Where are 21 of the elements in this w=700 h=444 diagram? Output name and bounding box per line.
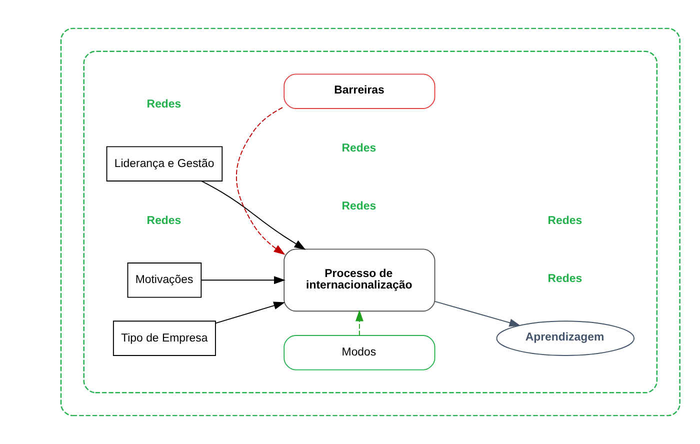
node-box: Liderança e Gestão bbox=[106, 146, 223, 182]
label: Redes bbox=[146, 215, 182, 227]
cluster bbox=[60, 28, 680, 416]
arrow bbox=[355, 310, 364, 336]
node-box: Barreiras bbox=[284, 74, 436, 110]
cluster bbox=[83, 50, 658, 394]
arrow bbox=[201, 180, 306, 250]
arrow bbox=[200, 276, 286, 284]
label: Redes bbox=[342, 200, 376, 213]
node-box: Tipo de Empresa bbox=[112, 320, 216, 356]
node-box: Motivações bbox=[127, 262, 202, 298]
label: Redes bbox=[342, 142, 376, 155]
arrow bbox=[215, 302, 286, 324]
node-box: Modos bbox=[284, 334, 436, 370]
label: Redes bbox=[548, 215, 582, 227]
label: Redes bbox=[548, 273, 582, 286]
node-ellipse: Aprendizagem bbox=[496, 320, 635, 356]
label: Redes bbox=[146, 98, 182, 111]
arrow bbox=[236, 106, 286, 255]
arrow bbox=[434, 300, 521, 327]
node-box: Processo de internacionalização bbox=[284, 248, 436, 312]
